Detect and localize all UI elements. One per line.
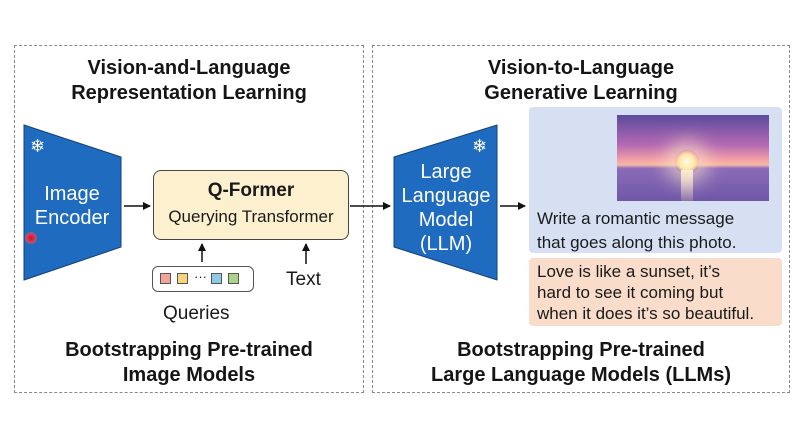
llm-label-line-2: Language	[401, 185, 491, 207]
qformer-box: Q-Former Querying Transformer	[153, 170, 349, 240]
snowflake-icon: ❄	[472, 136, 488, 156]
right-panel	[372, 45, 790, 393]
query-token	[228, 273, 239, 284]
right-panel-title: Vision-to-Language Generative Learning	[372, 56, 790, 106]
right-caption-line-2: Large Language Models (LLMs)	[430, 364, 732, 386]
image-encoder-label-line-1: Image	[44, 183, 100, 205]
query-ellipsis: ···	[194, 269, 207, 284]
answer-line-1: Love is like a sunset, it’s	[537, 262, 720, 281]
answer-line-2: hard to see it coming but	[537, 283, 724, 302]
qformer-subtitle: Querying Transformer	[168, 207, 334, 226]
llm-shape	[393, 124, 498, 281]
answer-line-3: when it does it’s so beautiful.	[537, 304, 755, 323]
llm-label-line-4: (LLM)	[419, 233, 473, 255]
query-token	[177, 273, 188, 284]
llm-label: Large Language Model (LLM)	[392, 160, 500, 256]
prompt-line-1: Write a romantic message	[537, 209, 735, 228]
right-title-line-2: Generative Learning	[484, 82, 678, 104]
image-encoder-label: Image Encoder	[24, 182, 120, 230]
left-panel	[14, 45, 364, 393]
right-caption-line-1: Bootstrapping Pre-trained	[457, 339, 705, 361]
query-token	[160, 273, 171, 284]
left-title-line-1: Vision-and-Language	[87, 57, 291, 79]
llm-label-line-1: Large	[420, 161, 472, 183]
llm-label-line-3: Model	[418, 209, 474, 231]
image-encoder-label-line-2: Encoder	[34, 207, 110, 229]
prompt-text: Write a romantic message that goes along…	[537, 207, 782, 255]
left-caption-line-2: Image Models	[122, 364, 256, 386]
left-panel-title: Vision-and-Language Representation Learn…	[14, 56, 364, 106]
snowflake-icon: ❄	[30, 136, 46, 156]
right-title-line-1: Vision-to-Language	[487, 57, 675, 79]
text-input-label: Text	[286, 269, 321, 290]
right-panel-caption: Bootstrapping Pre-trained Large Language…	[372, 338, 790, 388]
left-caption-line-1: Bootstrapping Pre-trained	[65, 339, 313, 361]
queries-box: ···	[152, 266, 254, 292]
answer-box	[529, 258, 782, 326]
image-encoder-shape	[23, 124, 122, 281]
qformer-title: Q-Former	[207, 180, 295, 201]
sunset-photo	[617, 115, 769, 201]
prompt-line-2: that goes along this photo.	[537, 233, 737, 252]
left-title-line-2: Representation Learning	[71, 82, 307, 104]
query-token	[211, 273, 222, 284]
cursor-pointer	[25, 232, 37, 244]
queries-label: Queries	[163, 303, 230, 324]
answer-text: Love is like a sunset, it’s hard to see …	[537, 261, 782, 324]
left-panel-caption: Bootstrapping Pre-trained Image Models	[14, 338, 364, 388]
sun-reflection	[681, 170, 693, 201]
